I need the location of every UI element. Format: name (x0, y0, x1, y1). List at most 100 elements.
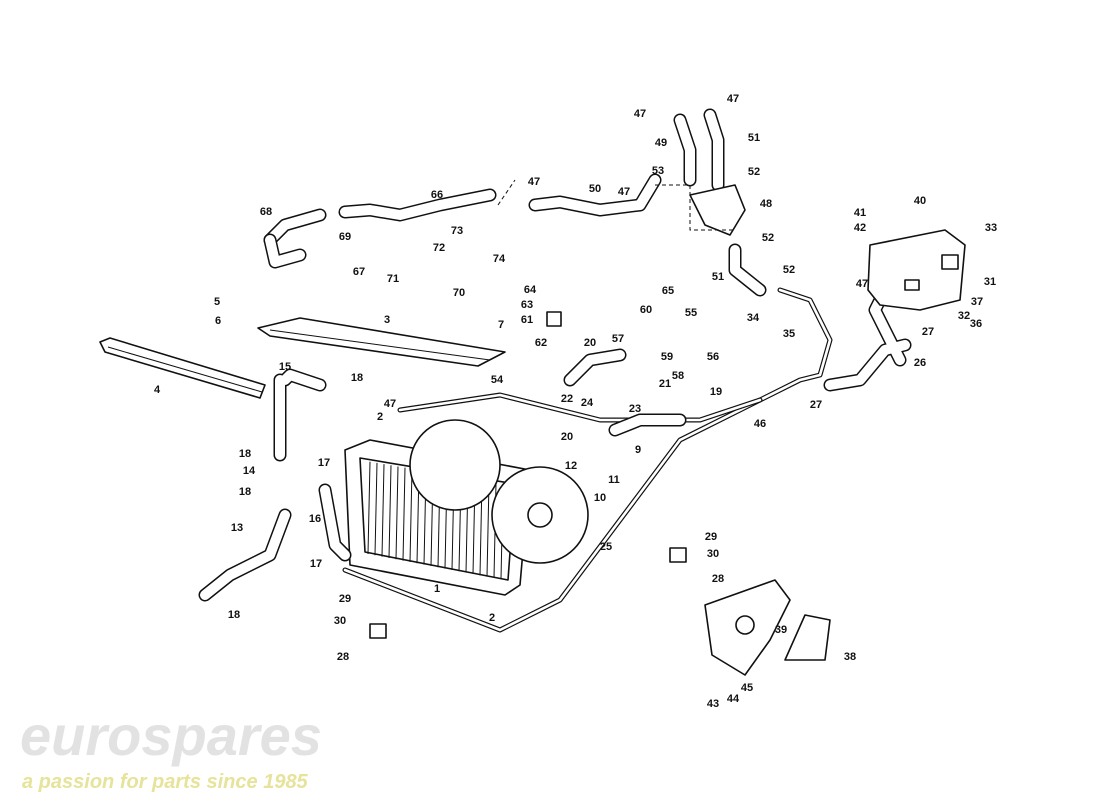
radiator-fin (374, 462, 378, 556)
callout-label: 11 (608, 474, 620, 486)
callout-label: 3 (384, 314, 390, 326)
expansion-tank (867, 229, 966, 311)
callout-label: 20 (584, 337, 596, 349)
callout-label: 20 (561, 431, 573, 443)
callout-label: 27 (810, 399, 822, 411)
callout-label: 26 (914, 357, 926, 369)
callout-label: 47 (618, 186, 630, 198)
callout-label: 51 (712, 271, 724, 283)
callout-label: 28 (712, 573, 724, 585)
callout-label: 16 (309, 513, 321, 525)
radiator-fin (388, 465, 392, 558)
callout-label: 27 (922, 326, 934, 338)
callout-label: 13 (231, 522, 243, 534)
callout-label: 71 (387, 273, 399, 285)
radiator-fin (402, 467, 406, 561)
callout-label: 68 (260, 206, 272, 218)
watermark: eurospares a passion for parts since 198… (20, 704, 322, 793)
thermostat-housing (689, 184, 746, 236)
callout-label: 57 (612, 333, 624, 345)
callout-label: 63 (521, 299, 533, 311)
callout-label: 18 (239, 486, 251, 498)
callout-label: 47 (384, 398, 396, 410)
callout-label: 17 (318, 457, 330, 469)
callout-label: 31 (984, 276, 996, 288)
callout-label: 33 (985, 222, 997, 234)
callout-label: 59 (661, 351, 673, 363)
hoses (198, 108, 912, 602)
callout-label: 52 (783, 264, 795, 276)
callout-label: 29 (339, 593, 351, 605)
watermark-tagline: a passion for parts since 1985 (22, 771, 309, 793)
small-bracket (784, 614, 831, 661)
callout-label: 21 (659, 378, 671, 390)
callout-label: 60 (640, 304, 652, 316)
callout-label: 72 (433, 242, 445, 254)
callout-label: 29 (705, 531, 717, 543)
callout-label: 47 (528, 176, 540, 188)
callout-label: 23 (629, 403, 641, 415)
callout-label: 2 (489, 612, 495, 624)
callout-label: 18 (239, 448, 251, 460)
callout-label: 14 (243, 465, 256, 477)
callout-label: 18 (228, 609, 240, 621)
callout-label: 7 (498, 319, 504, 331)
callout-label: 6 (215, 315, 221, 327)
callout-label: 54 (491, 374, 504, 386)
callout-label: 65 (662, 285, 674, 297)
callout-label: 19 (710, 386, 722, 398)
callout-label: 64 (524, 284, 537, 296)
radiator-top-tray (257, 317, 506, 367)
callout-label: 52 (762, 232, 774, 244)
callout-label: 51 (748, 132, 760, 144)
callout-label: 36 (970, 318, 982, 330)
clamp-block (669, 547, 687, 563)
side-rail (99, 337, 266, 399)
callout-label: 44 (727, 693, 740, 705)
callout-label: 70 (453, 287, 465, 299)
callout-label: 66 (431, 189, 443, 201)
callout-label: 30 (334, 615, 346, 627)
callout-label: 55 (685, 307, 697, 319)
callout-label: 30 (707, 548, 719, 560)
callout-label: 48 (760, 198, 772, 210)
callout-label: 41 (854, 207, 866, 219)
callout-label: 25 (600, 541, 612, 553)
callout-label: 49 (655, 137, 667, 149)
callout-label: 56 (707, 351, 719, 363)
callout-label: 32 (958, 310, 970, 322)
callout-label: 1 (434, 583, 440, 595)
callout-label: 67 (353, 266, 365, 278)
callout-label: 17 (310, 558, 322, 570)
callout-label: 69 (339, 231, 351, 243)
clamp-block (369, 623, 387, 639)
callout-label: 47 (856, 278, 868, 290)
callout-label: 39 (775, 624, 787, 636)
callout-label: 35 (783, 328, 795, 340)
callout-label: 50 (589, 183, 601, 195)
callout-label: 15 (279, 361, 291, 373)
callout-label: 9 (635, 444, 641, 456)
callout-label: 24 (581, 397, 594, 409)
callout-label: 45 (741, 682, 753, 694)
radiator-fin (381, 464, 385, 557)
callout-label: 73 (451, 225, 463, 237)
callout-label: 37 (971, 296, 983, 308)
callout-label: 40 (914, 195, 926, 207)
callout-label: 74 (493, 253, 506, 265)
callout-label: 2 (377, 411, 383, 423)
callout-label: 12 (565, 460, 577, 472)
callout-label: 34 (747, 312, 760, 324)
radiator-fin (409, 468, 413, 562)
callout-label: 61 (521, 314, 533, 326)
callout-label: 62 (535, 337, 547, 349)
callout-label: 52 (748, 166, 760, 178)
callout-label: 42 (854, 222, 866, 234)
callout-label: 47 (727, 93, 739, 105)
callout-label: 43 (707, 698, 719, 710)
radiator-fin (395, 466, 399, 560)
radiator-fin (367, 461, 371, 554)
